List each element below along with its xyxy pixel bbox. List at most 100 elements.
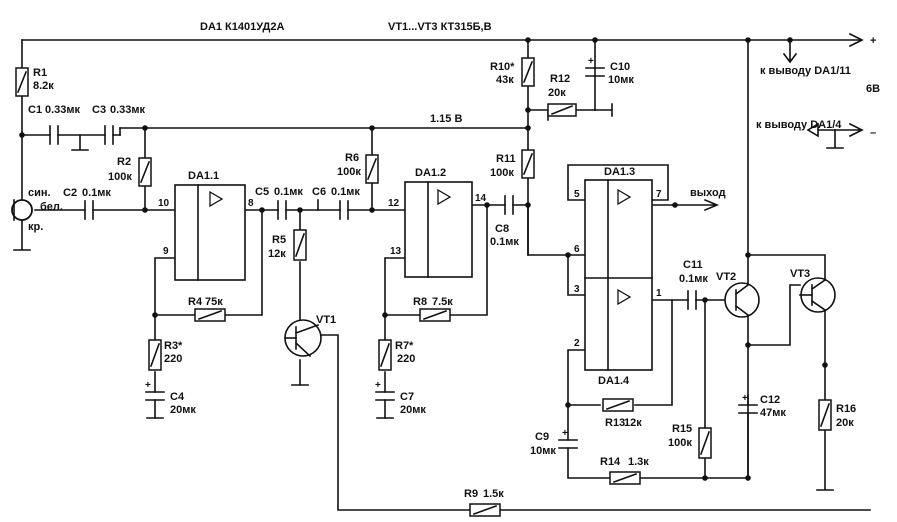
output-label: выход — [690, 187, 726, 199]
capacitor-c4: + — [145, 380, 165, 419]
resistor-r6 — [365, 154, 379, 184]
resistor-r5 — [293, 229, 307, 261]
r1-name: R1 — [33, 67, 47, 79]
r7-name: R7* — [395, 340, 414, 352]
capacitor-c5 — [277, 200, 287, 220]
to-da1-4-label: к выводу DA1/4 — [756, 119, 842, 131]
r4-name: R4 — [188, 296, 203, 308]
da1-type-label: DA1 К1401УД2А — [200, 21, 284, 33]
resistor-r11 — [521, 149, 535, 179]
capacitor-c8 — [504, 195, 514, 215]
c9-value: 10мк — [530, 445, 556, 457]
c12-value: 47мк — [760, 407, 786, 419]
c1-name: C1 — [28, 104, 42, 116]
capacitor-c2 — [84, 200, 94, 220]
c10-value: 10мк — [608, 74, 634, 86]
c4-name: C4 — [170, 391, 185, 403]
resistor-r15 — [698, 427, 712, 459]
c5-name: C5 — [255, 186, 269, 198]
r8-name: R8 — [413, 296, 427, 308]
pin-label: 5 — [574, 189, 580, 200]
transistor-vt3 — [799, 277, 836, 313]
pin-label: 6 — [574, 244, 580, 255]
r13-name: R13 — [605, 417, 625, 429]
resistor-r7 — [378, 339, 392, 371]
plus-label: + — [870, 35, 876, 47]
da1-4-name: DA1.4 — [598, 375, 630, 387]
c2-name: C2 — [63, 187, 77, 199]
pin-label: 13 — [390, 246, 402, 257]
svg-text:+: + — [562, 428, 568, 439]
r10-name: R10* — [490, 61, 515, 73]
opamp-da1-1 — [174, 184, 246, 281]
svg-text:+: + — [145, 380, 151, 391]
vt-type-label: VT1...VT3 КТ315Б,В — [388, 21, 492, 33]
c1-value: 0.33мк — [45, 104, 81, 116]
svg-text:+: + — [375, 380, 381, 391]
capacitor-c10: + — [585, 56, 605, 77]
capacitor-c12: + — [738, 393, 758, 414]
pin-label: 9 — [163, 246, 169, 257]
c10-name: C10 — [610, 61, 630, 73]
r6-value: 100к — [337, 166, 361, 178]
resistor-r14 — [609, 471, 641, 485]
c6-name: C6 — [312, 186, 326, 198]
pin-labels: 10 9 8 12 13 14 5 6 7 3 2 1 — [158, 189, 662, 349]
capacitor-c3 — [104, 125, 114, 145]
pin-label: 12 — [388, 198, 400, 209]
resistor-r13 — [602, 398, 634, 412]
junction-dots — [19, 37, 828, 481]
r1-value: 8.2к — [33, 80, 54, 92]
c4-value: 20мк — [170, 404, 196, 416]
capacitor-c1 — [49, 125, 59, 145]
r9-name: R9 — [464, 488, 478, 500]
capacitor-c9: + — [558, 428, 578, 449]
resistor-r16 — [818, 399, 832, 431]
pin-label: 3 — [574, 284, 580, 295]
minus-label: – — [870, 127, 876, 139]
r3-name: R3* — [164, 340, 183, 352]
c7-value: 20мк — [400, 404, 426, 416]
c8-name: C8 — [495, 223, 509, 235]
supply-voltage-label: 6В — [866, 83, 880, 95]
da1-2-name: DA1.2 — [415, 167, 446, 179]
capacitor-c7: + — [375, 380, 395, 419]
wiring — [13, 32, 871, 511]
r8-value: 7.5к — [432, 296, 453, 308]
r3-value: 220 — [164, 353, 182, 365]
header-labels: DA1 К1401УД2А VT1...VT3 КТ315Б,В — [200, 21, 492, 33]
pin-label: 14 — [475, 193, 487, 204]
vt2-name: VT2 — [716, 271, 736, 283]
r16-value: 20к — [836, 417, 854, 429]
r9-value: 1.5к — [483, 488, 504, 500]
da1-3-name: DA1.3 — [604, 166, 635, 178]
r4-value: 75к — [205, 296, 223, 308]
vt3-name: VT3 — [790, 268, 810, 280]
r2-name: R2 — [117, 156, 131, 168]
resistor-r2 — [138, 157, 152, 187]
vt1-name: VT1 — [316, 314, 336, 326]
c5-value: 0.1мк — [274, 186, 303, 198]
transistor-vt1 — [284, 319, 322, 358]
r12-value: 20к — [548, 87, 566, 99]
resistor-r12 — [547, 103, 577, 117]
pin-label: 8 — [248, 198, 254, 209]
bias-voltage-label: 1.15 В — [430, 113, 462, 125]
r12-name: R12 — [550, 73, 570, 85]
capacitor-c6 — [339, 200, 349, 220]
r5-value: 12к — [268, 248, 286, 260]
component-labels: R1 8.2к C1 0.33мк C3 0.33мк R2 100к C2 0… — [28, 61, 856, 500]
mic-red-label: кр. — [28, 221, 43, 233]
c6-value: 0.1мк — [331, 186, 360, 198]
opamp-da1-3-4 — [584, 179, 653, 371]
svg-text:+: + — [742, 393, 748, 404]
resistor-r1 — [15, 67, 29, 97]
r10-value: 43к — [496, 74, 514, 86]
r2-value: 100к — [108, 171, 132, 183]
r7-value: 220 — [397, 353, 415, 365]
c8-value: 0.1мк — [490, 236, 519, 248]
r6-name: R6 — [345, 152, 359, 164]
r5-name: R5 — [272, 234, 286, 246]
c2-value: 0.1мк — [82, 187, 111, 199]
